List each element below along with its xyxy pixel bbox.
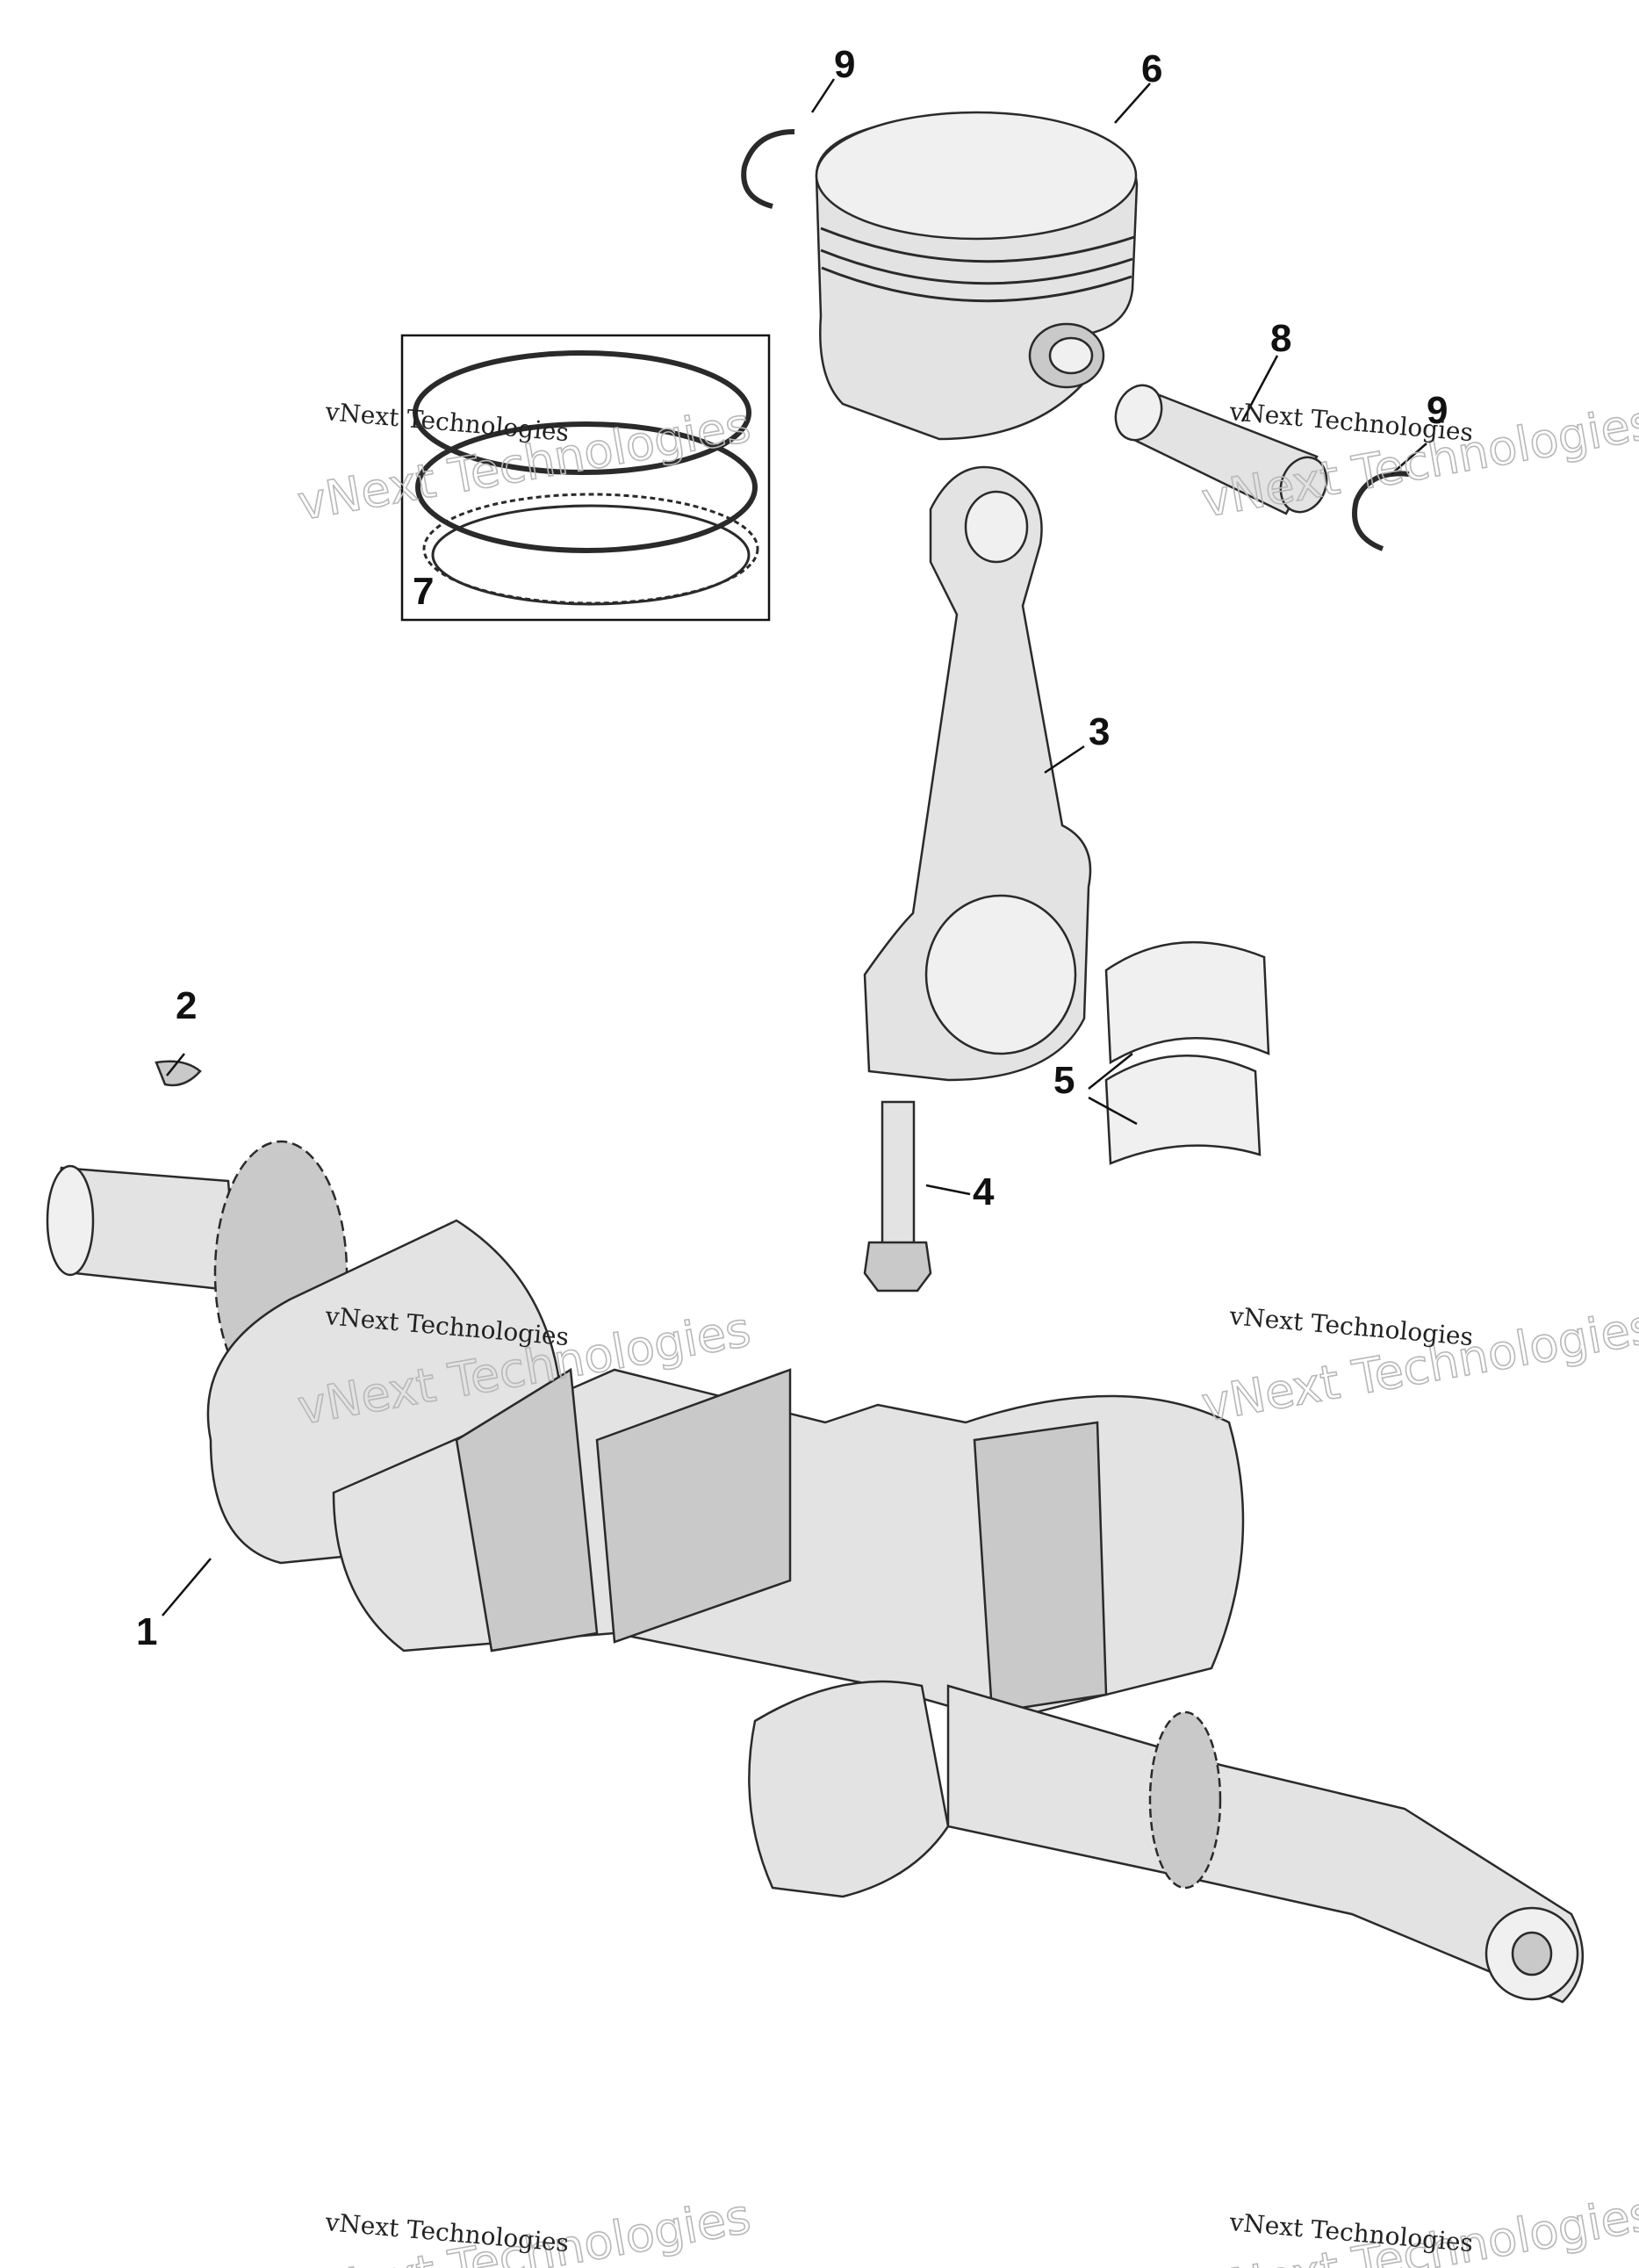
- callout-9-top: 9: [834, 43, 855, 86]
- crankshaft: [46, 1140, 1585, 2004]
- leader-lines: [162, 78, 1427, 1616]
- connecting-rod-bolt: [863, 1100, 932, 1292]
- callout-1: 1: [136, 1610, 157, 1653]
- callout-5: 5: [1053, 1059, 1075, 1102]
- callout-9-right: 9: [1427, 389, 1448, 432]
- piston: [815, 111, 1139, 441]
- bearing-shells: [1104, 940, 1270, 1165]
- callout-6: 6: [1141, 47, 1162, 90]
- callout-4: 4: [973, 1170, 995, 1213]
- watermark-caption: vNext Technologies: [1227, 1301, 1474, 1351]
- connecting-rod: [863, 465, 1092, 1082]
- piston-ring-set: [400, 334, 771, 622]
- watermark-caption: vNext Technologies: [323, 397, 570, 447]
- circlip-right: [1352, 471, 1410, 551]
- callout-2: 2: [176, 984, 197, 1027]
- woodruff-key: [155, 1060, 202, 1087]
- circlip-top: [741, 129, 795, 209]
- callout-8: 8: [1270, 317, 1291, 360]
- piston-pin: [1114, 384, 1328, 515]
- callout-3: 3: [1089, 710, 1110, 753]
- callout-7: 7: [413, 570, 434, 613]
